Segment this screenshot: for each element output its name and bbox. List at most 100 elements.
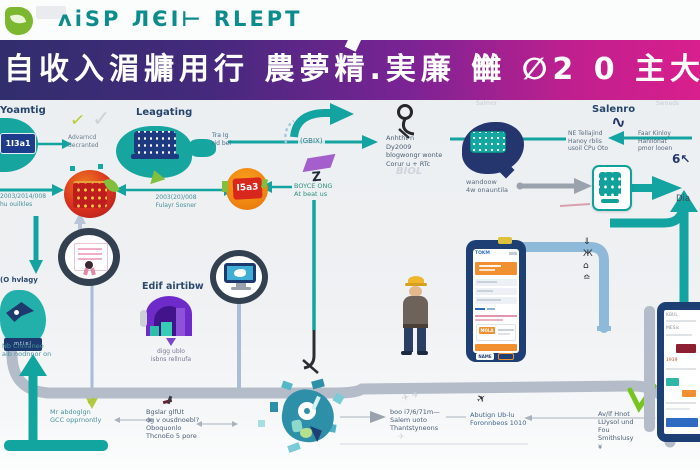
bird-silhouette — [234, 269, 246, 277]
label-mid-code: 2003(20)/008 Fulayr Sosner — [155, 194, 197, 209]
arch-pillar — [176, 308, 185, 336]
label-salenro: Salenro — [592, 104, 636, 115]
label-ne-tell: NE Tellajind Hanoy rblis usoil CPu Oto — [568, 130, 608, 152]
splash-fragment — [258, 420, 265, 427]
gradient-banner: 自收⼊湄牅用行 農夢精.実廉 雦 ∅2 0 主大布歩煬匹ＶΛ — [0, 40, 700, 100]
page-title: ʌiSP ЛЄI⊢ RLEPT — [58, 7, 303, 31]
pink-line — [475, 315, 517, 317]
phone-notch — [498, 237, 512, 244]
field-line — [477, 281, 497, 283]
tablet-line-2: MESis — [666, 326, 680, 331]
banner-line — [479, 269, 495, 271]
z-glyph: Z — [311, 169, 323, 186]
phone-card-chip: MOLA — [479, 327, 495, 334]
person-foot — [401, 351, 412, 355]
person-belt — [403, 324, 428, 328]
blob-base-chip: mtinl — [4, 338, 42, 351]
person-hat-brim — [405, 283, 427, 286]
phone-screen: TOKM MOLA — [473, 249, 519, 353]
tablet-bar — [666, 320, 696, 322]
circle-a-chip: 1I3a1 — [0, 133, 36, 154]
arch-teal-bit — [161, 322, 172, 336]
person-head — [409, 286, 422, 297]
tablet-blue-bar — [666, 418, 698, 427]
phone-header-text: TOKM — [475, 251, 490, 256]
blue-line — [487, 308, 495, 310]
tablet-bar — [666, 402, 696, 404]
phone-field — [475, 279, 517, 286]
label-faar: Faar Kinloy Hanlionat pmor looen — [638, 130, 673, 152]
field-line — [477, 299, 501, 301]
teal-dot — [98, 164, 103, 169]
label-mr-ab: Mr abdoglgn GCC opprnontly — [50, 408, 102, 425]
tablet-bar — [666, 408, 690, 410]
arch-teal-bit — [150, 326, 159, 336]
card-line — [498, 333, 510, 335]
label-avlf: Av/lf Hnot LUysol und Fou Smithslusy ¥ — [598, 410, 634, 451]
person-leg — [404, 328, 413, 352]
monitor-base — [231, 287, 251, 290]
leaf-logo-icon — [5, 7, 33, 35]
phone-header-chip — [509, 252, 517, 255]
monitor-stand — [236, 283, 246, 287]
splash-fragment — [270, 402, 278, 412]
pink-line — [475, 319, 503, 321]
certificate-lines — [78, 248, 102, 260]
person-leg — [417, 328, 426, 352]
phone-field — [475, 288, 517, 295]
label-faint-salmor: Salmor — [476, 100, 498, 107]
banner-text: 自收⼊湄牅用行 農夢精.実廉 雦 ∅2 0 主大布歩煬匹ＶΛ — [4, 52, 700, 87]
banner-line — [479, 265, 501, 267]
orange-circle-chip: I5a3 — [232, 177, 263, 200]
label-tra: Tra Ig rid bel — [212, 132, 232, 147]
circle-b-knob — [188, 139, 216, 157]
person-hat — [408, 276, 424, 285]
wax-seal-icon — [85, 261, 93, 269]
label-bgslar: Bgslar glfUt og v ousdnoebl? Oboquonlo T… — [146, 408, 200, 441]
label-boo: boo i7/6/71m— Salem uoto Thantstyneons — [390, 408, 440, 433]
phone-footer-outline-chip — [498, 353, 514, 360]
field-line — [477, 290, 493, 292]
label-yoamtig: Yoamtig — [0, 105, 46, 116]
card-icon — [470, 131, 506, 153]
splash-green-bit — [300, 428, 312, 438]
person-body — [403, 296, 428, 326]
tablet-orange-chip — [682, 390, 696, 397]
tablet-line-1: KBUL — [666, 313, 678, 318]
phone-footer-chip: NAME — [476, 353, 494, 360]
glyph-column: ⇓ Ж ⌂ ≏ — [583, 237, 593, 283]
phone-cta-bar — [475, 344, 517, 351]
label-key-note: Anhtht n Dy2009 blogwongr wonte Corur u … — [386, 134, 443, 168]
label-gbix: (GBIX) — [298, 137, 325, 146]
label-nb-ch: Nb Chnlaneo alb nodnnor on — [2, 342, 52, 359]
teal-dot — [70, 166, 75, 171]
tablet-bar — [666, 368, 696, 370]
phone-icon-bar — [601, 199, 619, 203]
card-line — [498, 329, 514, 331]
logo-tab-decoration — [36, 6, 66, 19]
label-digg: digg ublo isbns rellnufa — [150, 348, 192, 363]
check-icon-gray: ✓ — [92, 107, 111, 132]
phone-banner — [475, 262, 517, 275]
tablet-red-chip — [676, 344, 696, 353]
label-leagating: Leagating — [136, 107, 193, 118]
label-abutign: Abutign Ub-lu Foronnbeos 1010 — [470, 411, 527, 428]
phone-icon-screen — [599, 172, 621, 196]
label-boyce: BOYCE ONG At beat us — [294, 182, 333, 199]
label-faint-swoads: Swoads — [656, 100, 679, 107]
led-panel-icon — [73, 181, 107, 208]
blue-line — [475, 308, 485, 310]
tablet-line-3: 1939 — [666, 358, 678, 363]
label-dia: Dia — [676, 194, 691, 204]
tablet-teal-chip — [666, 378, 679, 386]
label-left-code: 2003/2014/008 hu ouilkles — [0, 193, 47, 208]
label-biol-faint: BIOL — [396, 166, 423, 177]
green-bit — [222, 181, 228, 192]
faint-plane-icon: ✈ — [398, 432, 405, 441]
label-six: 6↖ — [672, 152, 691, 166]
person-foot — [417, 351, 428, 355]
label-wandoow: wandoow 4w onauntila — [466, 178, 508, 195]
label-edit-window: Edif airtibw — [142, 281, 204, 292]
small-down-arrow-icon — [166, 338, 176, 346]
